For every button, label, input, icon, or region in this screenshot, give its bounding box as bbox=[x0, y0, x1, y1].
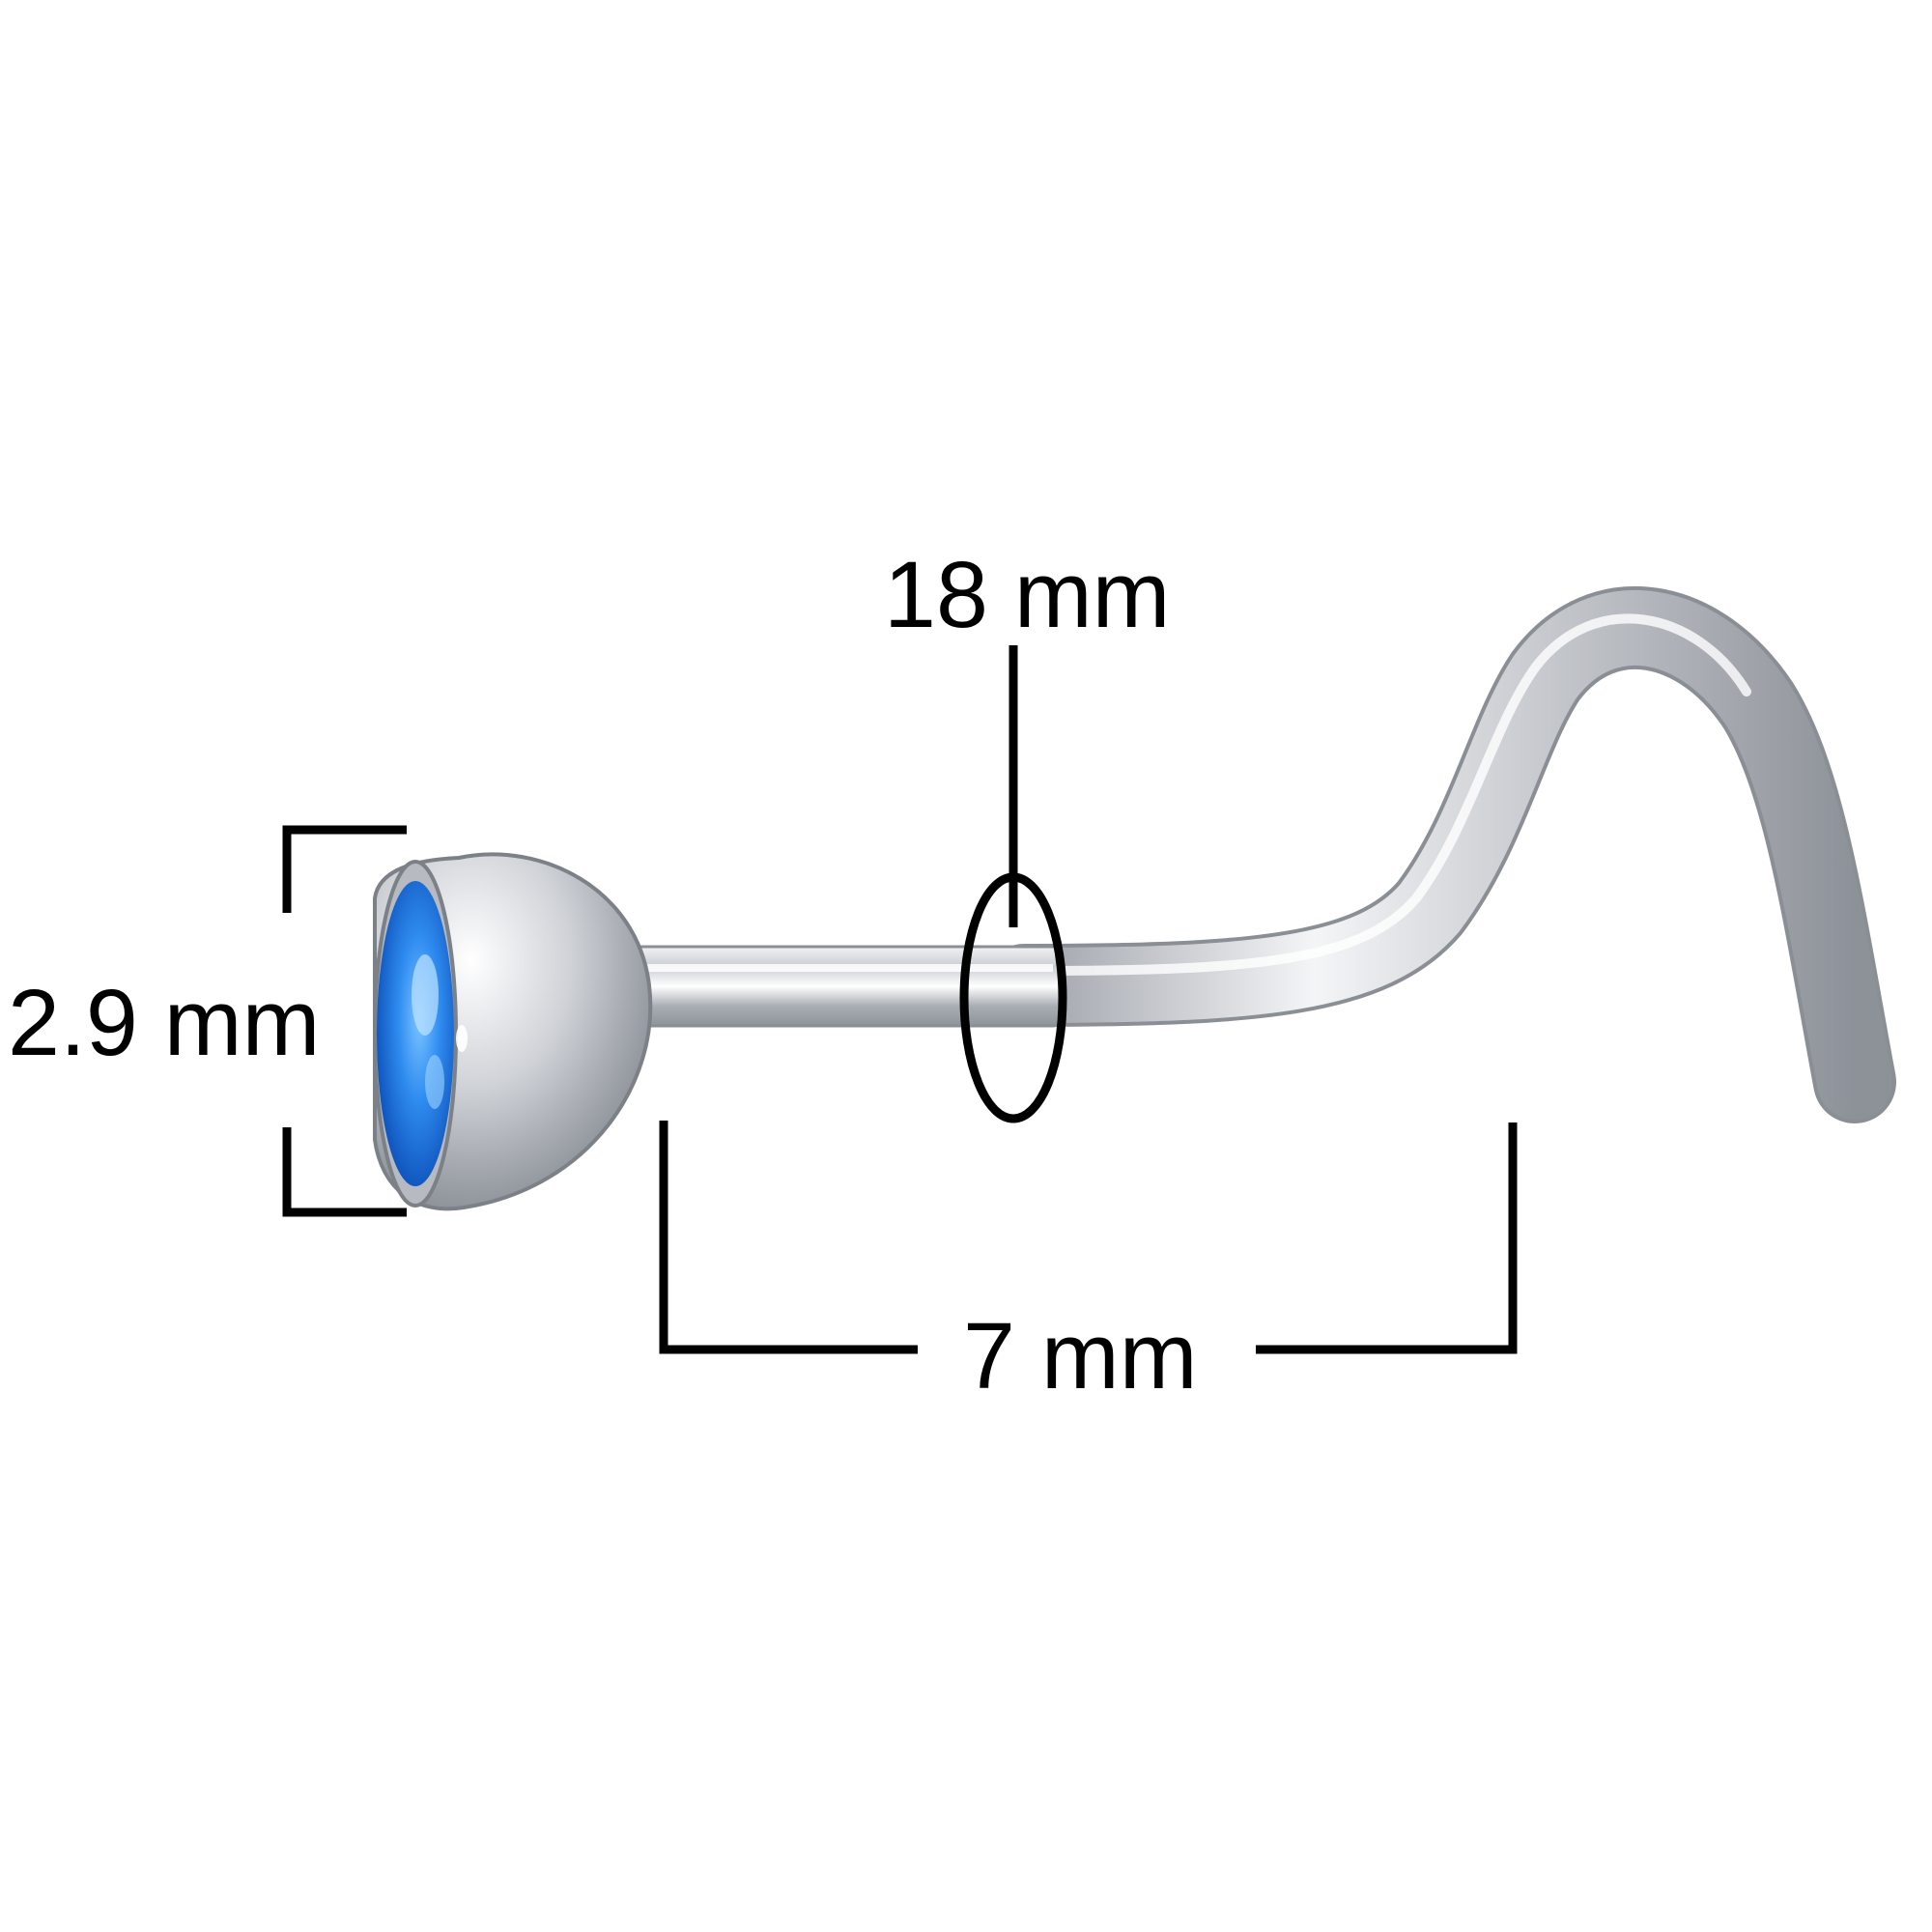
ball-diameter-bracket bbox=[282, 825, 407, 1217]
nose-screw-shaft bbox=[616, 945, 1065, 1028]
wearable-length-label: 7 mm bbox=[963, 1303, 1198, 1408]
gauge-indicator bbox=[959, 645, 1067, 1123]
wearable-length-bracket bbox=[659, 1121, 1518, 1354]
blue-opal-gem bbox=[377, 881, 468, 1186]
nose-screw-hook bbox=[982, 585, 1896, 1123]
ball-diameter-label: 2.9 mm bbox=[8, 970, 321, 1075]
gauge-label: 18 mm bbox=[884, 542, 1171, 647]
